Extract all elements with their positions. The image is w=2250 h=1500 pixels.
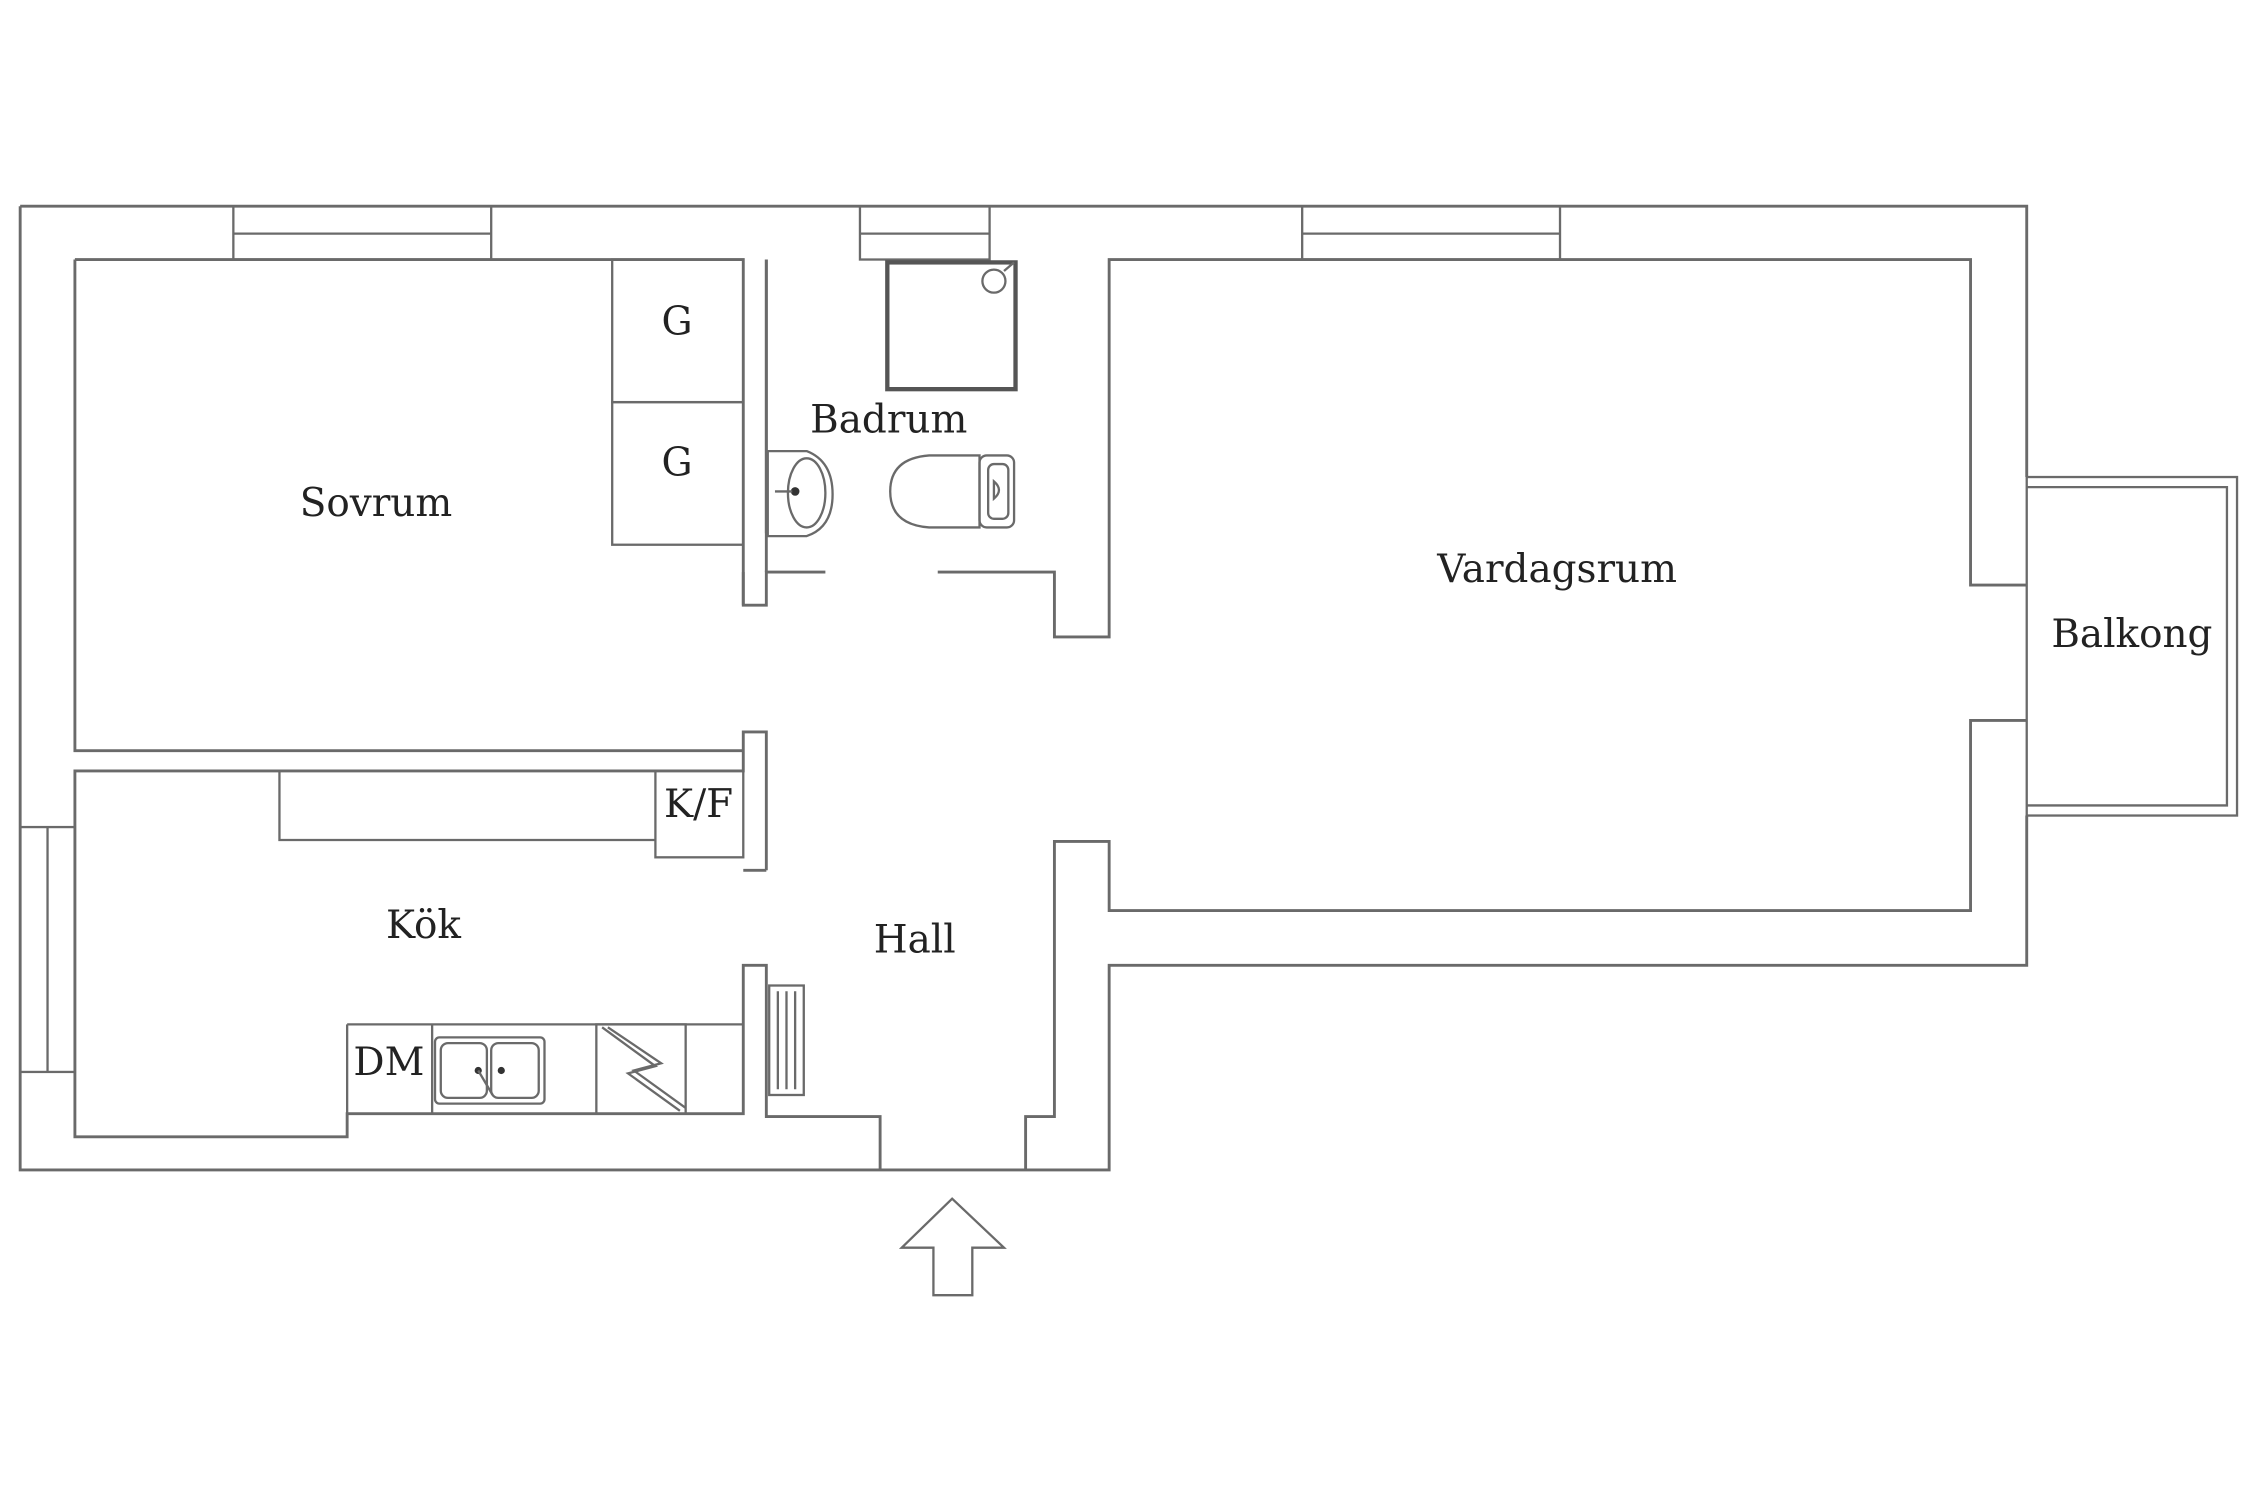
fridge-freezer: [654, 769, 745, 859]
wardrobe-label-1: G: [661, 299, 692, 344]
sink-icon: [766, 449, 834, 538]
wardrobe-2: [611, 400, 745, 546]
balcony: [2025, 475, 2239, 817]
dishwasher-label: DM: [353, 1040, 424, 1085]
room-label-balkong: Balkong: [2051, 612, 2212, 657]
wardrobes: [611, 258, 745, 546]
windows: [19, 205, 1562, 1074]
wardrobe-label-2: G: [661, 441, 692, 486]
stove-icon: [595, 1023, 687, 1115]
room-label-vardagsrum: Vardagsrum: [1436, 547, 1677, 592]
outer-walls: [18, 204, 2029, 1172]
sink-icon: [433, 1036, 546, 1105]
fridge-freezer-label: K/F: [664, 782, 733, 827]
toilet-icon: [889, 454, 1016, 529]
radiator-icon: [768, 984, 805, 1097]
room-label-kok: Kök: [386, 903, 461, 948]
room-label-sovrum: Sovrum: [300, 481, 452, 526]
shower-icon: [885, 260, 1018, 392]
room-label-hall: Hall: [874, 917, 956, 962]
room-label-badrum: Badrum: [810, 397, 967, 442]
arrow-up-icon: [898, 1197, 1007, 1297]
